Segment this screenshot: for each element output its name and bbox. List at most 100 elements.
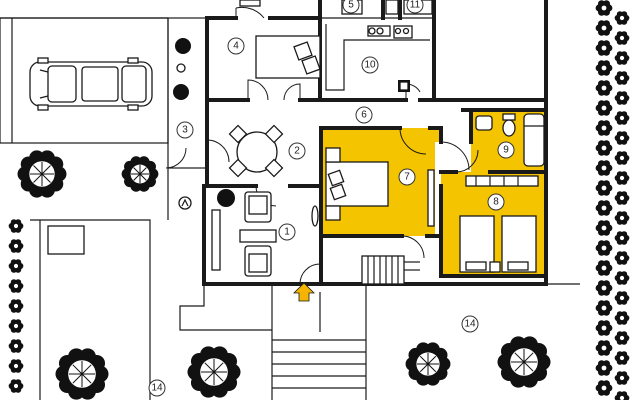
room-label-11: 11 — [406, 0, 424, 14]
shrub-icon — [614, 91, 630, 105]
shrub-icon — [595, 280, 613, 296]
shrub-icon — [8, 359, 24, 373]
room-number: 2 — [294, 146, 300, 157]
room-labels: 1 2 3 4 5 6 7 8 9 10 11 14 14 — [148, 0, 515, 397]
door-swings — [165, 6, 479, 285]
bed-icon — [255, 35, 321, 79]
sofa-icon — [211, 189, 319, 277]
room-number: 1 — [284, 227, 290, 238]
shrub-icon — [614, 31, 630, 45]
room-label-10: 10 — [361, 56, 379, 74]
shrub-icon — [595, 60, 613, 76]
shrub-icon — [614, 151, 630, 165]
shrub-icon — [614, 351, 630, 365]
room-number: 5 — [348, 0, 354, 11]
stove-icon — [398, 80, 410, 92]
bathtub-icon — [523, 113, 545, 167]
dining-table — [228, 124, 284, 178]
shrub-icon — [8, 299, 24, 313]
shrub-icon — [614, 131, 630, 145]
room-number: 14 — [151, 383, 163, 394]
room-label-5: 5 — [342, 0, 360, 14]
shrub-icon — [614, 291, 630, 305]
shrub-icon — [595, 40, 613, 56]
shrub-icon — [614, 371, 630, 385]
house-walls — [202, 0, 548, 286]
shrub-icon — [595, 80, 613, 96]
room-number: 3 — [182, 125, 188, 136]
staircase-icon — [361, 255, 420, 285]
shrub-icon — [595, 160, 613, 176]
shrub-icon — [595, 360, 613, 376]
room-number: 8 — [493, 197, 499, 208]
shrub-icon — [614, 11, 630, 25]
room-label-14: 14 — [148, 379, 166, 397]
shrub-icon — [173, 38, 191, 100]
room-number: 4 — [233, 41, 239, 52]
shrub-icon — [595, 220, 613, 236]
shrub-icon — [8, 339, 24, 353]
shrub-icon — [8, 259, 24, 273]
bed-icon — [459, 175, 539, 273]
shrub-icon — [614, 251, 630, 265]
shrub-icon — [614, 331, 630, 345]
upper-kitchen-fixtures — [239, 0, 433, 15]
tree-icon — [121, 156, 159, 192]
room-label-4: 4 — [227, 37, 245, 55]
shrub-icon — [595, 320, 613, 336]
shrub-icon — [8, 379, 24, 393]
shrub-icon — [614, 51, 630, 65]
shrub-icon — [595, 200, 613, 216]
shrub-icon — [595, 240, 613, 256]
shrub-icon — [595, 180, 613, 196]
shrub-icon — [614, 111, 630, 125]
exterior-paths — [30, 168, 580, 400]
room-label-7: 7 — [398, 168, 416, 186]
shrub-icon — [595, 260, 613, 276]
bed-icon — [325, 147, 435, 227]
toilet-icon — [502, 113, 516, 137]
room-label-1: 1 — [278, 223, 296, 241]
kitchen-counter — [325, 24, 430, 91]
shrub-icon — [8, 239, 24, 253]
shrub-icon — [614, 171, 630, 185]
shrub-icon — [614, 71, 630, 85]
room-label-2: 2 — [288, 142, 306, 160]
entry-marker-icon — [178, 196, 192, 210]
car-icon — [29, 57, 153, 111]
shrub-icon — [595, 120, 613, 136]
room-label-14: 14 — [461, 315, 479, 333]
shrub-icon — [614, 311, 630, 325]
room-label-8: 8 — [487, 193, 505, 211]
shrub-icon — [8, 219, 24, 233]
room-number: 14 — [464, 319, 476, 330]
shrub-icon — [614, 191, 630, 205]
shrub-icon — [595, 380, 613, 396]
shrub-icon — [595, 100, 613, 116]
room-number: 6 — [361, 110, 367, 121]
shrub-icon — [595, 0, 613, 16]
room-number: 10 — [364, 60, 376, 71]
tree-icon — [405, 342, 451, 386]
shrub-icon — [614, 391, 630, 400]
shrub-icon — [8, 319, 24, 333]
shrub-icon — [595, 140, 613, 156]
trees — [8, 0, 630, 400]
tree-icon — [55, 348, 109, 400]
room-number: 11 — [410, 0, 421, 11]
shrub-icon — [595, 20, 613, 36]
sink-icon — [475, 115, 493, 131]
room-number: 9 — [503, 145, 509, 156]
entrance-arrow-icon — [293, 282, 315, 302]
shrub-icon — [614, 231, 630, 245]
shrub-icon — [614, 271, 630, 285]
room-label-6: 6 — [355, 106, 373, 124]
shrub-icon — [614, 211, 630, 225]
shrub-icon — [595, 300, 613, 316]
tree-icon — [17, 150, 67, 198]
room-number: 7 — [404, 172, 410, 183]
tree-icon — [187, 346, 241, 398]
shrub-icon — [595, 340, 613, 356]
shrub-icon — [8, 279, 24, 293]
